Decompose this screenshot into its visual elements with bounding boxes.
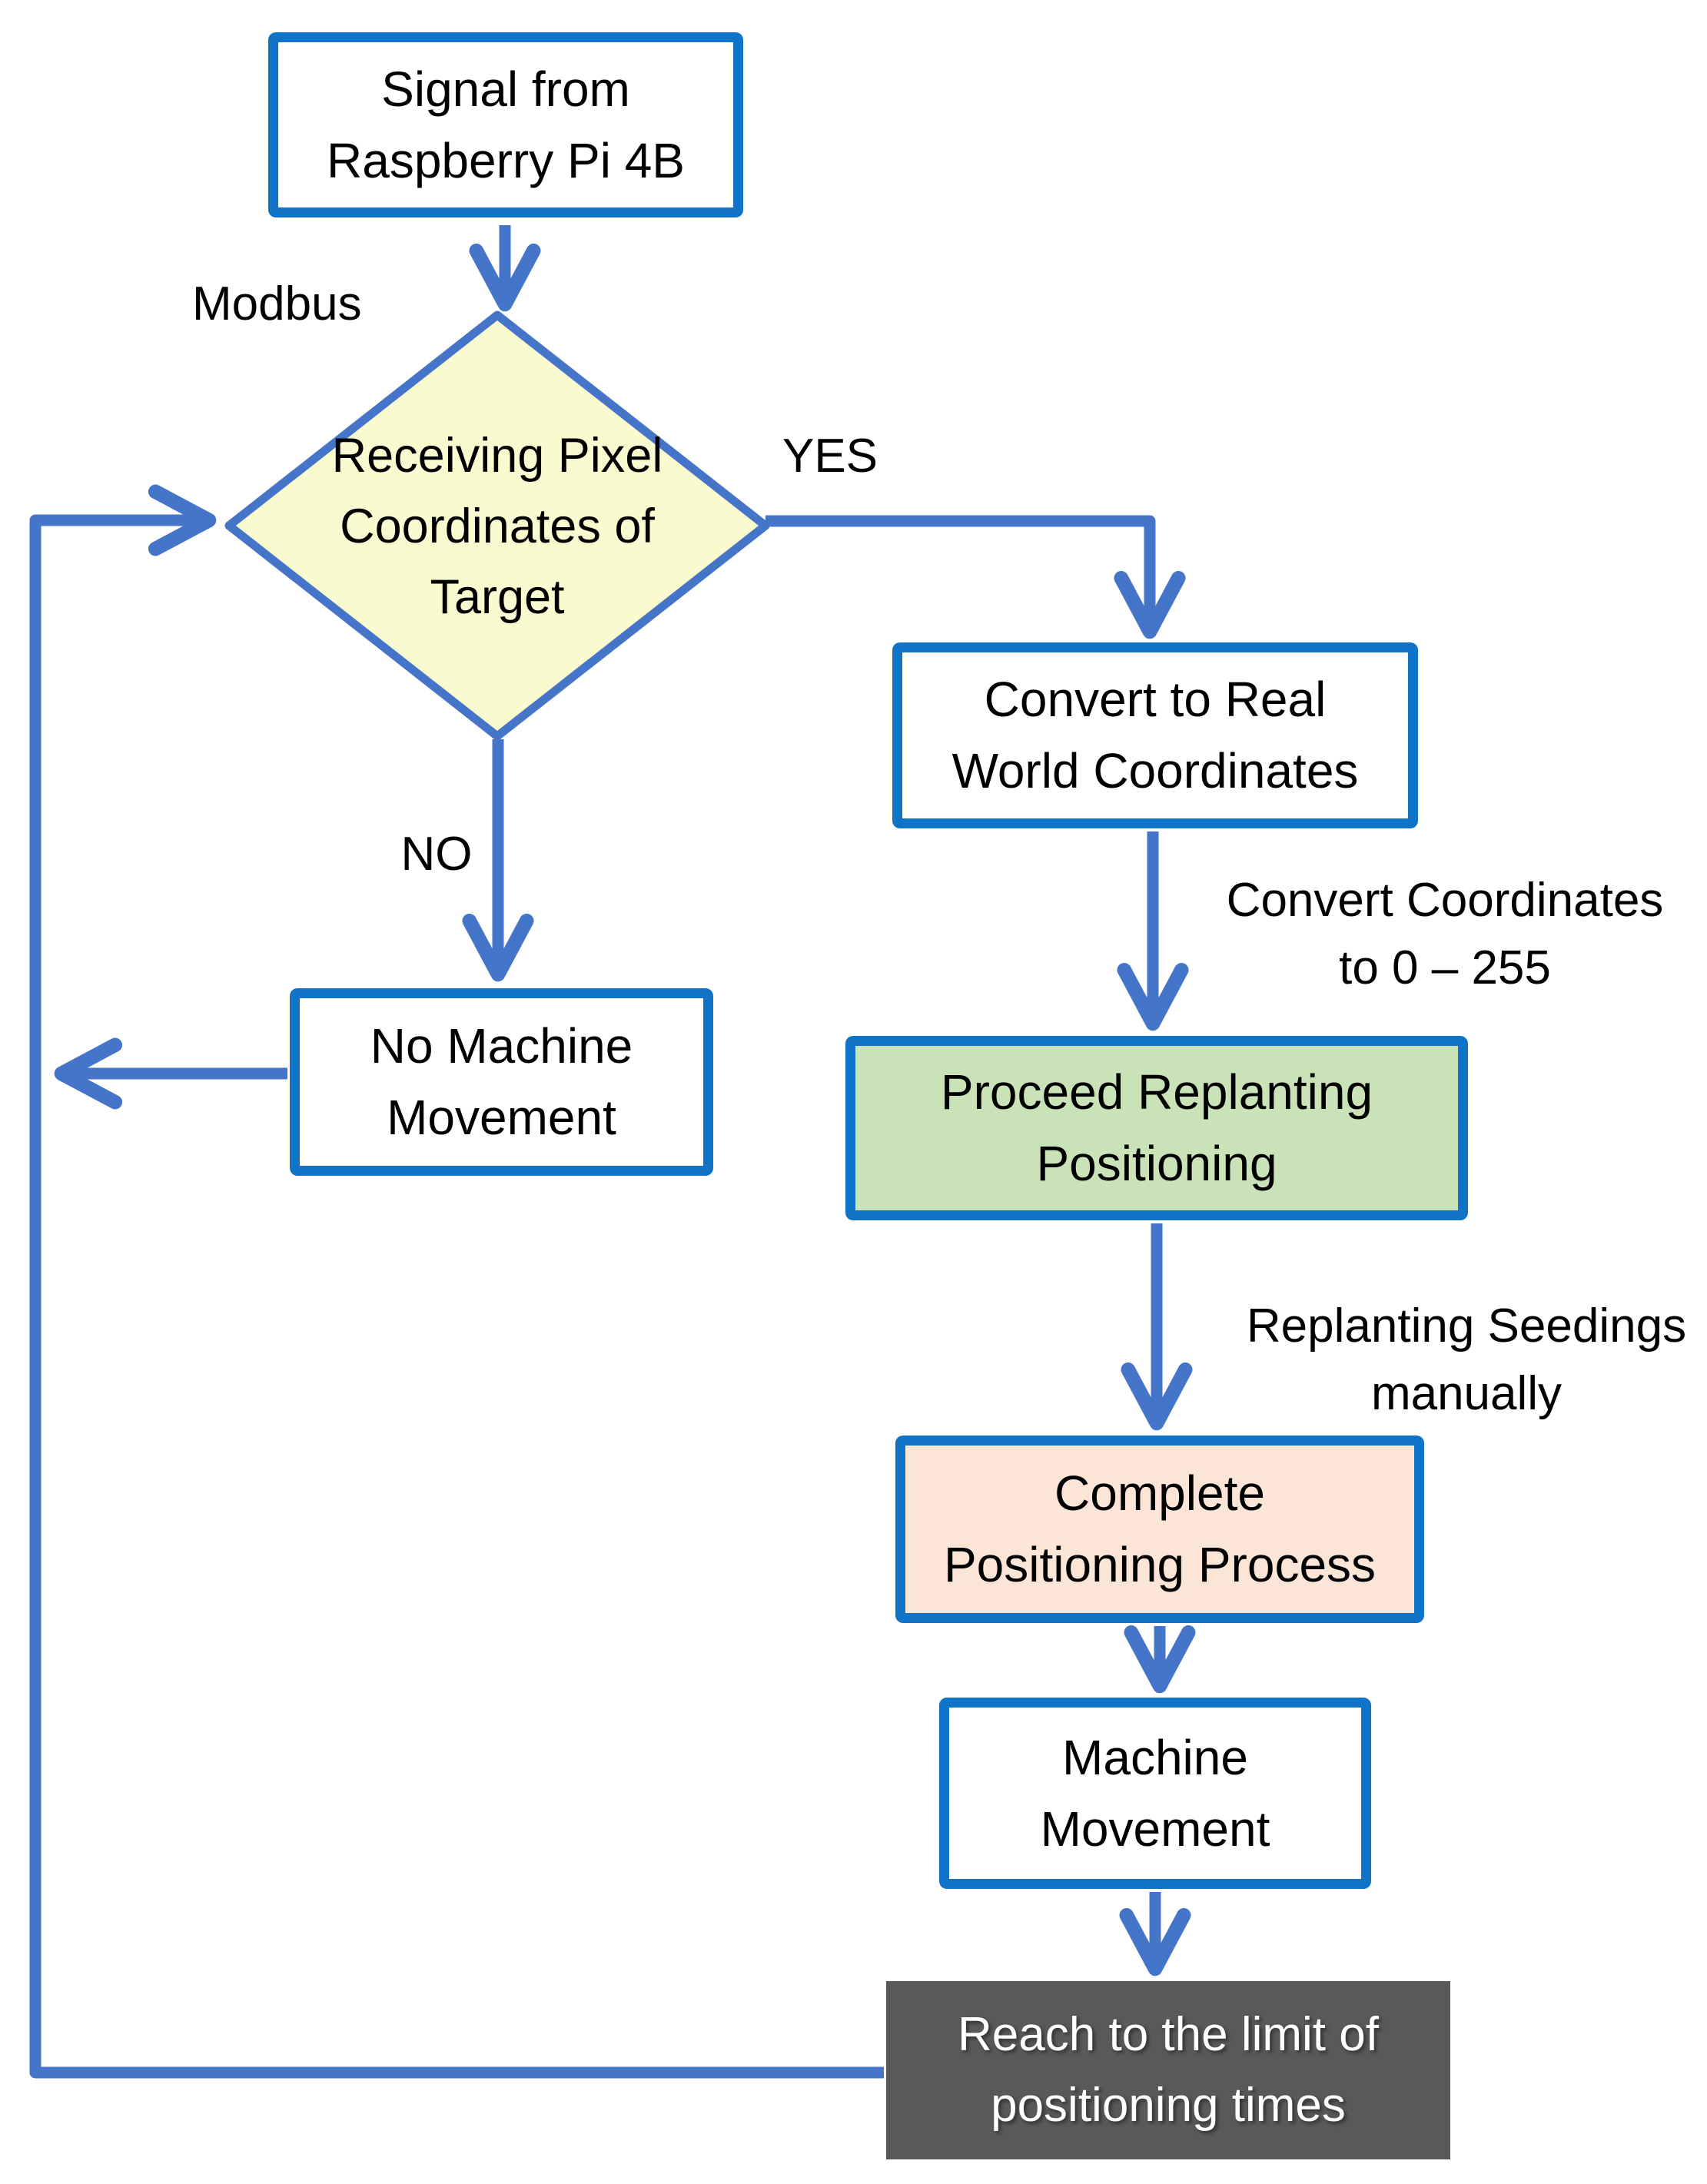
edge-label-convert-coordinates: Convert Coordinates to 0 – 255 [1187, 867, 1702, 1002]
node-signal: Signal from Raspberry Pi 4B [268, 32, 743, 217]
node-reach-limit-line: Reach to the limit of [958, 2008, 1379, 2061]
decision-diamond-shape [224, 310, 770, 741]
edge-label-convert-coordinates-line: to 0 – 255 [1339, 941, 1551, 994]
edge-label-replanting-manually-line: Replanting Seedings [1246, 1299, 1687, 1353]
node-proceed-line: Proceed Replanting [940, 1064, 1373, 1120]
node-complete: Complete Positioning Process [895, 1436, 1424, 1623]
node-signal-line: Raspberry Pi 4B [327, 132, 685, 188]
node-proceed-line: Positioning [1036, 1136, 1277, 1191]
node-complete-line: Positioning Process [943, 1537, 1377, 1592]
node-signal-line: Signal from [381, 61, 630, 117]
edge-label-yes: YES [782, 430, 878, 483]
node-decision-line: Coordinates of [340, 499, 655, 553]
node-complete-line: Complete [1054, 1465, 1265, 1521]
node-no-machine: No Machine Movement [290, 988, 713, 1176]
loop-reach-limit-to-decision [29, 484, 884, 2079]
edge-label-replanting-manually-line: manually [1370, 1367, 1563, 1420]
edge-label-modbus: Modbus [192, 277, 362, 330]
edge-label-no: NO [400, 828, 473, 881]
node-decision-line: Receiving Pixel [331, 428, 663, 483]
node-decision-text: Receiving Pixel Coordinates of Target [228, 332, 766, 720]
node-convert-line: World Coordinates [951, 743, 1359, 798]
node-machine-line: Movement [1040, 1801, 1270, 1857]
node-proceed: Proceed Replanting Positioning [845, 1036, 1468, 1220]
node-reach-limit: Reach to the limit of positioning times [886, 1981, 1450, 2159]
edge-label-convert-coordinates-line: Convert Coordinates [1226, 874, 1664, 927]
node-machine-line: Machine [1062, 1729, 1248, 1785]
node-convert-line: Convert to Real [984, 672, 1327, 727]
node-decision-line: Target [430, 569, 565, 624]
edge-label-replanting-manually: Replanting Seedings manually [1226, 1293, 1707, 1428]
node-machine: Machine Movement [939, 1698, 1371, 1889]
arrow-yes-decision-to-convert [765, 515, 1186, 639]
node-convert: Convert to Real World Coordinates [892, 642, 1418, 828]
node-no-machine-line: No Machine [370, 1018, 633, 1074]
node-no-machine-line: Movement [387, 1090, 616, 1145]
node-reach-limit-line: positioning times [991, 2079, 1346, 2132]
